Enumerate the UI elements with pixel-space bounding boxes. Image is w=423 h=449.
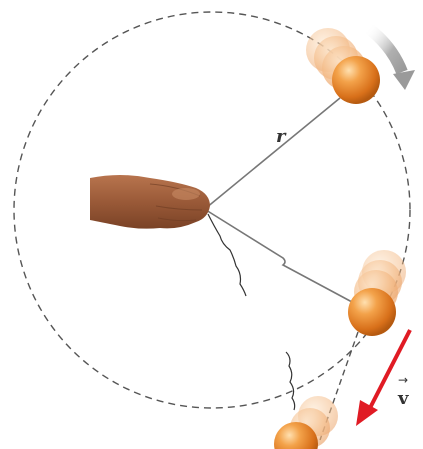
velocity-label: v xyxy=(397,388,409,409)
string-upper xyxy=(206,98,340,208)
radius-label: r xyxy=(276,126,287,147)
velocity-vector-arrow: → xyxy=(398,373,408,387)
sphere-icon-lower xyxy=(348,288,396,336)
sphere-icon xyxy=(332,56,380,104)
string-loose-end xyxy=(208,214,246,296)
hand-icon xyxy=(90,175,210,229)
string-lower xyxy=(206,210,352,302)
